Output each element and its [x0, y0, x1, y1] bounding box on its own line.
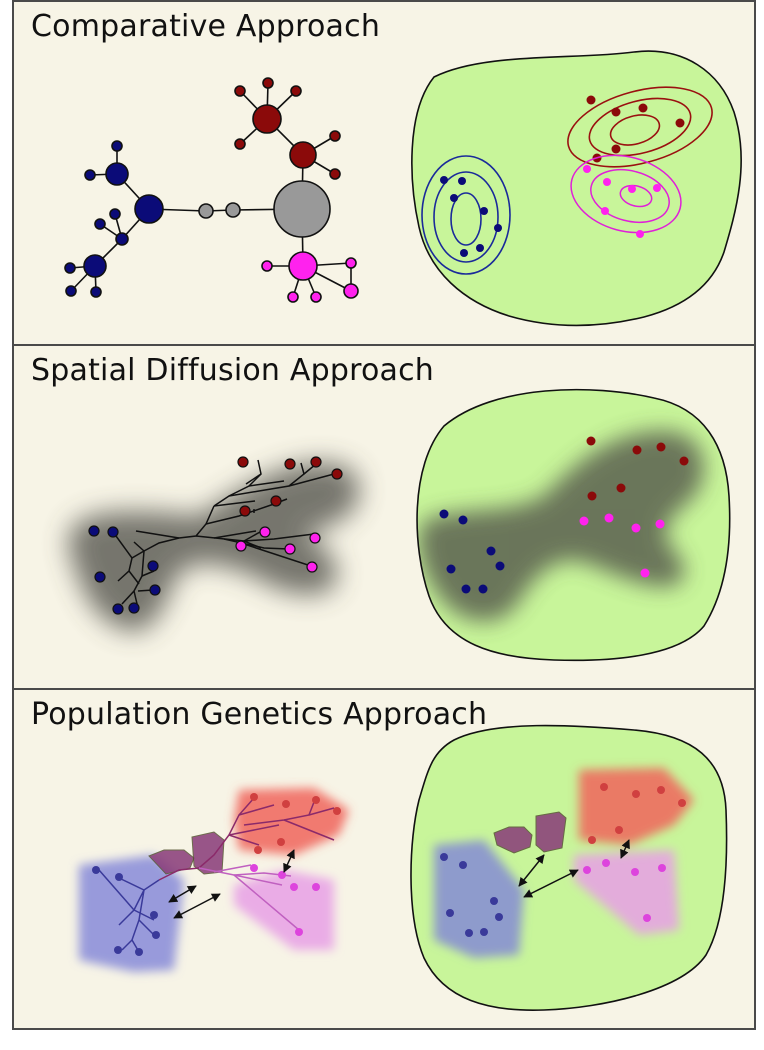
population-genetics-diagram: [79, 724, 728, 1012]
node-blue: [90, 286, 102, 298]
geographic-map: [411, 50, 742, 327]
figure-frame: Comparative Approach: [12, 0, 756, 1030]
node-blue: [109, 208, 121, 220]
map-region-pink: [574, 850, 679, 935]
node-magenta: [343, 283, 359, 299]
panel-spatial-diffusion: Spatial Diffusion Approach: [14, 346, 754, 690]
node-red: [290, 85, 302, 97]
node-blue: [83, 254, 107, 278]
node-magenta: [345, 257, 357, 269]
red-density-contours: [567, 86, 713, 168]
magenta-density-contours: [570, 154, 682, 234]
node-blue: [94, 218, 106, 230]
node-blue: [115, 232, 129, 246]
node-magenta: [261, 260, 273, 272]
node-red: [252, 104, 282, 134]
map-sample-points: [439, 436, 689, 594]
map-region-purple-small: [493, 826, 533, 854]
panel-title: Comparative Approach: [31, 9, 381, 44]
blue-sample-points: [440, 176, 502, 257]
region-pink: [234, 870, 334, 950]
network-nodes: [64, 77, 359, 303]
node-gray: [198, 203, 214, 219]
node-gray: [225, 202, 241, 218]
magenta-sample-points: [583, 165, 661, 238]
node-blue: [105, 162, 129, 186]
blue-density-contours: [421, 155, 511, 275]
panel-comparative: Comparative Approach: [14, 2, 754, 346]
map-region-purple-tall: [535, 811, 567, 853]
region-red: [234, 788, 349, 855]
comparative-diagram: [64, 50, 742, 327]
node-red: [329, 168, 341, 180]
node-blue: [134, 194, 164, 224]
node-red: [289, 141, 317, 169]
map-diffusion-shadow: [418, 431, 704, 622]
node-magenta: [287, 291, 299, 303]
node-gray-hub: [273, 180, 331, 238]
panel-population-genetics: Population Genetics Approach: [14, 690, 754, 1028]
map-population-regions: [434, 768, 694, 958]
node-red: [329, 130, 341, 142]
tree-diffusion-shadow: [68, 462, 360, 632]
node-red: [234, 85, 246, 97]
node-blue: [65, 285, 77, 297]
red-sample-points: [586, 95, 685, 163]
migration-arrows: [168, 849, 295, 919]
node-blue: [64, 262, 76, 274]
map-outline: [416, 388, 731, 662]
population-tree-tips: [92, 793, 341, 956]
node-red: [262, 77, 274, 89]
node-magenta: [310, 291, 322, 303]
panel-title: Spatial Diffusion Approach: [31, 353, 434, 388]
spatial-diffusion-diagram: [68, 388, 731, 662]
tree-tips: [88, 456, 343, 615]
node-blue: [84, 169, 96, 181]
population-tree: [98, 797, 335, 953]
node-blue: [111, 140, 123, 152]
node-magenta: [288, 251, 318, 281]
tree-population-regions: [79, 788, 349, 972]
panel-title: Population Genetics Approach: [31, 697, 488, 732]
map-region-blue: [434, 840, 524, 958]
node-red: [234, 138, 246, 150]
map-population-points: [440, 783, 686, 937]
map-migration-arrows: [518, 839, 630, 898]
